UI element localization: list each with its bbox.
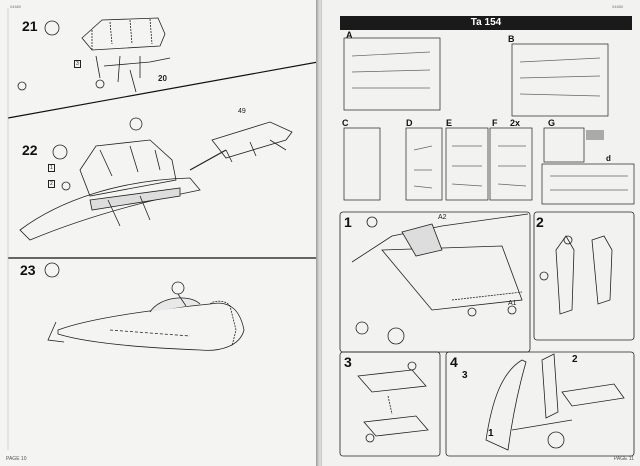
sprue-label-g: G: [548, 118, 556, 128]
left-page: 21 22 23 20 3 49 1 2 04680 PAGE 10: [0, 0, 318, 466]
step-4-label-3: 3: [462, 370, 468, 381]
step-1-number: 1: [344, 214, 352, 230]
step-3-number: 3: [344, 354, 352, 370]
left-corner-code: 04680: [10, 4, 22, 9]
step-23-number: 23: [20, 262, 36, 278]
part-number-49: 49: [238, 108, 246, 115]
sprue-label-b: B: [508, 34, 515, 44]
ref-box-1: 1: [48, 164, 55, 172]
step-3-drawing: [339, 351, 441, 457]
model-title: Ta 154: [470, 17, 502, 28]
sprue-label-e: E: [446, 118, 453, 128]
step-4-number: 4: [450, 354, 458, 370]
right-page-label: PAGE 11: [613, 456, 634, 462]
sprue-label-c: C: [342, 118, 349, 128]
step-4-label-2: 2: [572, 354, 578, 365]
glue-icons: [44, 20, 143, 278]
sprue-label-a: A: [346, 30, 353, 40]
sprue-label-f: F: [492, 118, 498, 128]
book-gutter: [316, 0, 324, 466]
sprue-label-d: D: [406, 118, 413, 128]
step-1-drawing: [339, 211, 531, 353]
part-number-20: 20: [158, 74, 167, 83]
left-page-label: PAGE 10: [6, 456, 27, 462]
step-23-aircraft-drawing: [47, 281, 245, 351]
sprue-sub-label-d: d: [606, 154, 611, 163]
step-22-number: 22: [22, 142, 38, 158]
ref-box-3: 3: [74, 60, 81, 68]
step-4-drawing: [445, 351, 635, 457]
ref-box-2: 2: [48, 180, 55, 188]
right-page: Ta 154 A B C D E F 2x G d 1 2 3 4 A2 A1 …: [322, 0, 640, 466]
step-4-label-1: 1: [488, 428, 494, 439]
step-21-canopy-drawing: [81, 17, 171, 93]
step-2-drawing: [533, 211, 635, 341]
part-number-a1: A1: [508, 300, 517, 307]
sprue-diagrams: [343, 37, 635, 205]
sprue-multiplier: 2x: [510, 118, 521, 128]
step-2-number: 2: [536, 214, 544, 230]
left-page-drawings: [7, 8, 318, 450]
right-corner-code: 04680: [612, 4, 624, 9]
model-title-banner: Ta 154: [340, 16, 632, 30]
step-22-cockpit-drawing: [19, 121, 293, 241]
right-page-drawings: [339, 37, 635, 457]
part-number-a2: A2: [438, 214, 447, 221]
step-21-number: 21: [22, 18, 38, 34]
